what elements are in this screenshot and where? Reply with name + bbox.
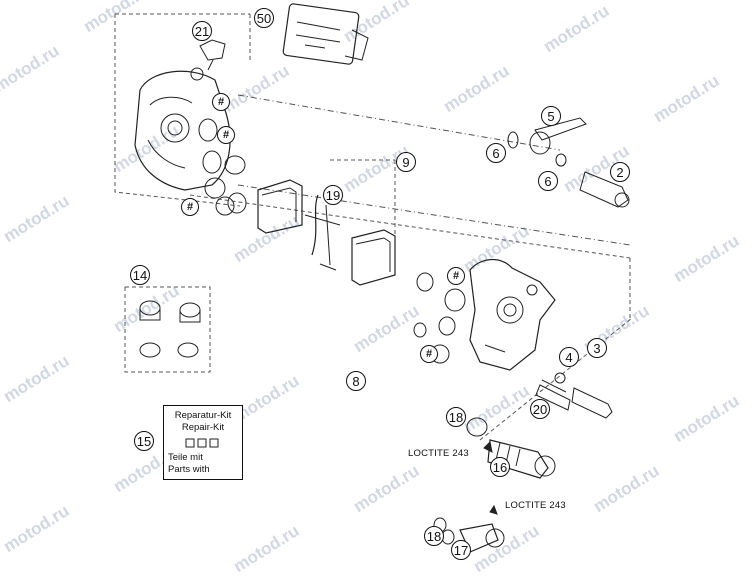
callout-3: 3 — [587, 338, 607, 358]
callout-18: 18 — [446, 407, 466, 427]
callout-18: 18 — [424, 526, 444, 546]
callout-hash: # — [212, 93, 230, 111]
kit-line: Repair-Kit — [181, 422, 225, 433]
loctite-note: LOCTITE 243 — [505, 500, 566, 511]
kit-line: Teile mit — [168, 452, 203, 463]
callout-21: 21 — [192, 21, 212, 41]
kit-line: Parts with — [168, 464, 210, 475]
callout-17: 17 — [451, 540, 471, 560]
callout-5: 5 — [541, 106, 561, 126]
kit-parts-icon — [185, 438, 219, 448]
callout-2: 2 — [610, 162, 630, 182]
callout-hash: # — [217, 126, 235, 144]
callout-50: 50 — [254, 8, 274, 28]
callout-19: 19 — [323, 185, 343, 205]
callout-6: 6 — [486, 143, 506, 163]
callout-6: 6 — [538, 171, 558, 191]
callout-15: 15 — [134, 431, 154, 451]
callout-14: 14 — [130, 265, 150, 285]
callout-9: 9 — [396, 152, 416, 172]
callout-4: 4 — [559, 347, 579, 367]
callout-16: 16 — [490, 457, 510, 477]
callout-hash: # — [420, 345, 438, 363]
repair-kit-legend: Reparatur-Kit Repair-Kit Teile mit Parts… — [163, 405, 243, 480]
kit-line: Reparatur-Kit — [174, 410, 232, 421]
callout-hash: # — [447, 267, 465, 285]
callout-8: 8 — [346, 371, 366, 391]
callout-hash: # — [181, 198, 199, 216]
callout-20: 20 — [530, 399, 550, 419]
loctite-note: LOCTITE 243 — [408, 448, 469, 459]
